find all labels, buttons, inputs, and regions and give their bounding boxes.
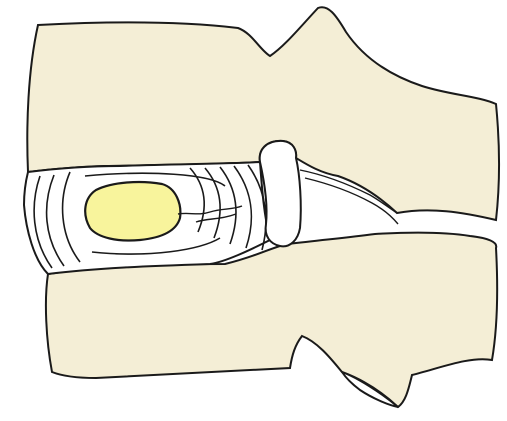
nucleus-pulposus xyxy=(85,182,180,241)
intervertebral-foramen xyxy=(260,141,301,246)
